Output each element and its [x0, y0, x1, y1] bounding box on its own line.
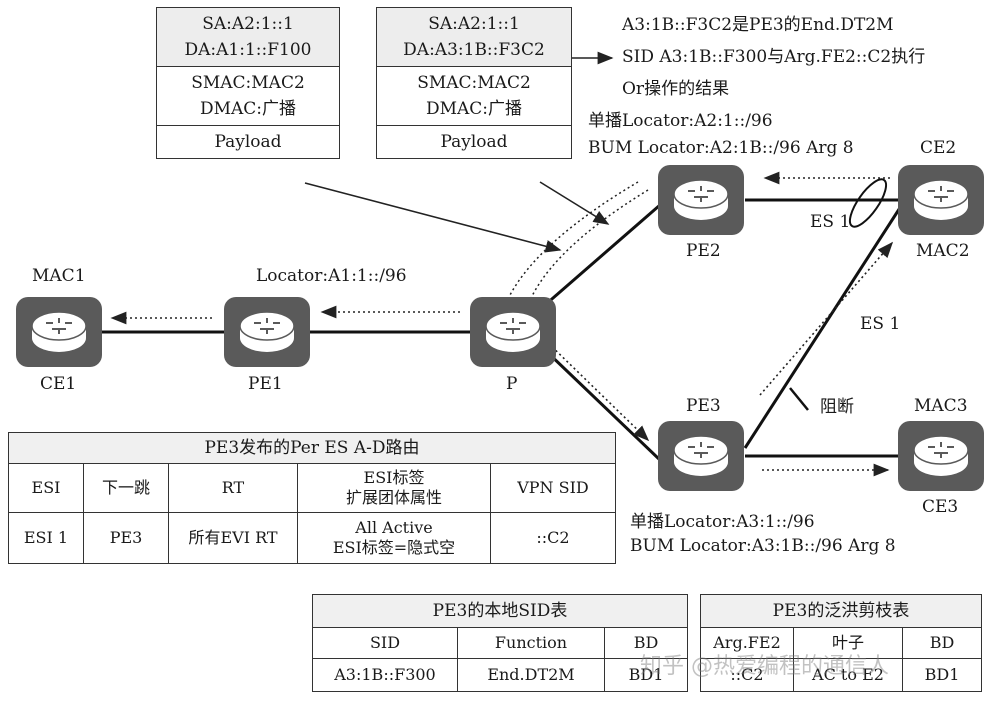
sid-table: PE3的本地SID表 SID Function BD A3:1B::F300 E… [312, 594, 688, 692]
packet-left: SA:A2:1::1 DA:A1:1::F100 SMAC:MAC2 DMAC:… [156, 7, 340, 159]
prune-table-header-arg: Arg.FE2 [700, 627, 794, 659]
router-icon-pe1 [224, 297, 310, 367]
watermark-text: 知乎 @热爱编程的通信人 [640, 654, 889, 679]
ad-route-header-esi: ESI [8, 463, 84, 513]
router-icon-pe3 [658, 421, 744, 491]
sid-table-header-sid: SID [312, 627, 458, 659]
packet-right-smac: SMAC:MAC2 [417, 73, 531, 93]
label-ce1: CE1 [40, 374, 77, 394]
label-ce2: CE2 [920, 138, 957, 158]
label-pe3: PE3 [686, 396, 721, 416]
ad-route-cell-vpn-sid: ::C2 [490, 512, 616, 564]
packet-right-eth-header: SMAC:MAC2 DMAC:广播 [377, 67, 571, 126]
label-pe1-locator: Locator:A1:1::/96 [256, 266, 407, 286]
label-es1-top: ES 1 [810, 212, 851, 232]
packet-left-da: DA:A1:1::F100 [184, 40, 312, 60]
ad-route-cell-esi-label: All Active ESI标签=隐式空 [297, 512, 491, 564]
ad-route-table-title: PE3发布的Per ES A-D路由 [8, 432, 616, 464]
packet-right-ipv6-header: SA:A2:1::1 DA:A3:1B::F3C2 [377, 8, 571, 67]
label-p: P [506, 374, 518, 394]
router-icon-ce2 [898, 165, 984, 235]
annotation-line3: Or操作的结果 [622, 79, 730, 99]
packet-left-ipv6-header: SA:A2:1::1 DA:A1:1::F100 [157, 8, 339, 67]
flow-pe2-p-pe1-b [527, 189, 649, 306]
ad-route-header-vpn-sid: VPN SID [490, 463, 616, 513]
link-p-pe3 [543, 348, 662, 462]
flow-p-pe3 [544, 339, 650, 442]
sid-table-cell-sid: A3:1B::F300 [312, 658, 458, 692]
ad-route-cell-rt: 所有EVI RT [168, 512, 298, 564]
ad-route-table: PE3发布的Per ES A-D路由 ESI 下一跳 RT ESI标签 扩展团体… [8, 432, 616, 564]
prune-table-header-bd: BD [902, 627, 982, 659]
label-blocked: 阻断 [820, 397, 854, 417]
pe2-bum-locator: BUM Locator:A2:1B::/96 Arg 8 [588, 138, 854, 158]
prune-table-title: PE3的泛洪剪枝表 [700, 594, 982, 628]
pe3-bum-locator: BUM Locator:A3:1B::/96 Arg 8 [630, 536, 896, 556]
annotation-line1: A3:1B::F3C2是PE3的End.DT2M [622, 15, 894, 35]
packet-left-sa: SA:A2:1::1 [202, 14, 294, 34]
prune-table-cell-arg: ::C2 [700, 658, 794, 692]
packet-left-eth-header: SMAC:MAC2 DMAC:广播 [157, 67, 339, 126]
flow-pe3-ce2 [759, 241, 894, 396]
sid-table-cell-function: End.DT2M [457, 658, 605, 692]
packet-right-payload: Payload [440, 132, 508, 152]
sid-table-title: PE3的本地SID表 [312, 594, 688, 628]
flow-pe2-p-pe1 [509, 181, 639, 296]
blocked-mark [789, 387, 809, 411]
ad-route-header-esi-label: ESI标签 扩展团体属性 [297, 463, 491, 513]
label-es1-mid: ES 1 [860, 314, 901, 334]
packet-right: SA:A2:1::1 DA:A3:1B::F3C2 SMAC:MAC2 DMAC… [376, 7, 572, 159]
es1-ellipse [848, 178, 888, 228]
prune-table: PE3的泛洪剪枝表 Arg.FE2 叶子 BD ::C2 AC to E2 BD… [700, 594, 982, 692]
router-icon-ce1 [16, 297, 102, 367]
label-pe2: PE2 [686, 241, 721, 261]
pe3-unicast-locator: 单播Locator:A3:1::/96 [630, 512, 815, 532]
packet-right-dmac: DMAC:广播 [425, 99, 523, 119]
router-icon-p [470, 297, 556, 367]
packet-left-payload: Payload [214, 132, 282, 152]
link-p-pe2 [544, 203, 661, 307]
prune-table-cell-bd: BD1 [902, 658, 982, 692]
sid-table-header-bd: BD [604, 627, 688, 659]
pointer-right-packet [539, 181, 610, 225]
prune-table-header-leaf: 叶子 [793, 627, 903, 659]
label-mac1: MAC1 [32, 266, 86, 286]
label-ce3: CE3 [922, 497, 959, 517]
label-mac3: MAC3 [914, 396, 968, 416]
ad-route-cell-nexthop: PE3 [83, 512, 169, 564]
packet-left-smac: SMAC:MAC2 [191, 73, 305, 93]
annotation-line2: SID A3:1B::F300与Arg.FE2::C2执行 [622, 47, 926, 67]
label-pe1: PE1 [248, 374, 283, 394]
router-icon-pe2 [658, 165, 744, 235]
ad-route-cell-esi: ESI 1 [8, 512, 84, 564]
packet-right-da: DA:A3:1B::F3C2 [403, 40, 545, 60]
ad-route-header-nexthop: 下一跳 [83, 463, 169, 513]
label-mac2: MAC2 [916, 241, 970, 261]
link-pe3-ce2 [743, 199, 907, 449]
pointer-left-packet [304, 182, 562, 253]
packet-left-dmac: DMAC:广播 [199, 99, 297, 119]
router-icon-ce3 [898, 421, 984, 491]
sid-table-header-function: Function [457, 627, 605, 659]
packet-right-sa: SA:A2:1::1 [428, 14, 520, 34]
ad-route-header-rt: RT [168, 463, 298, 513]
sid-table-cell-bd: BD1 [604, 658, 688, 692]
pe2-unicast-locator: 单播Locator:A2:1::/96 [588, 111, 773, 131]
